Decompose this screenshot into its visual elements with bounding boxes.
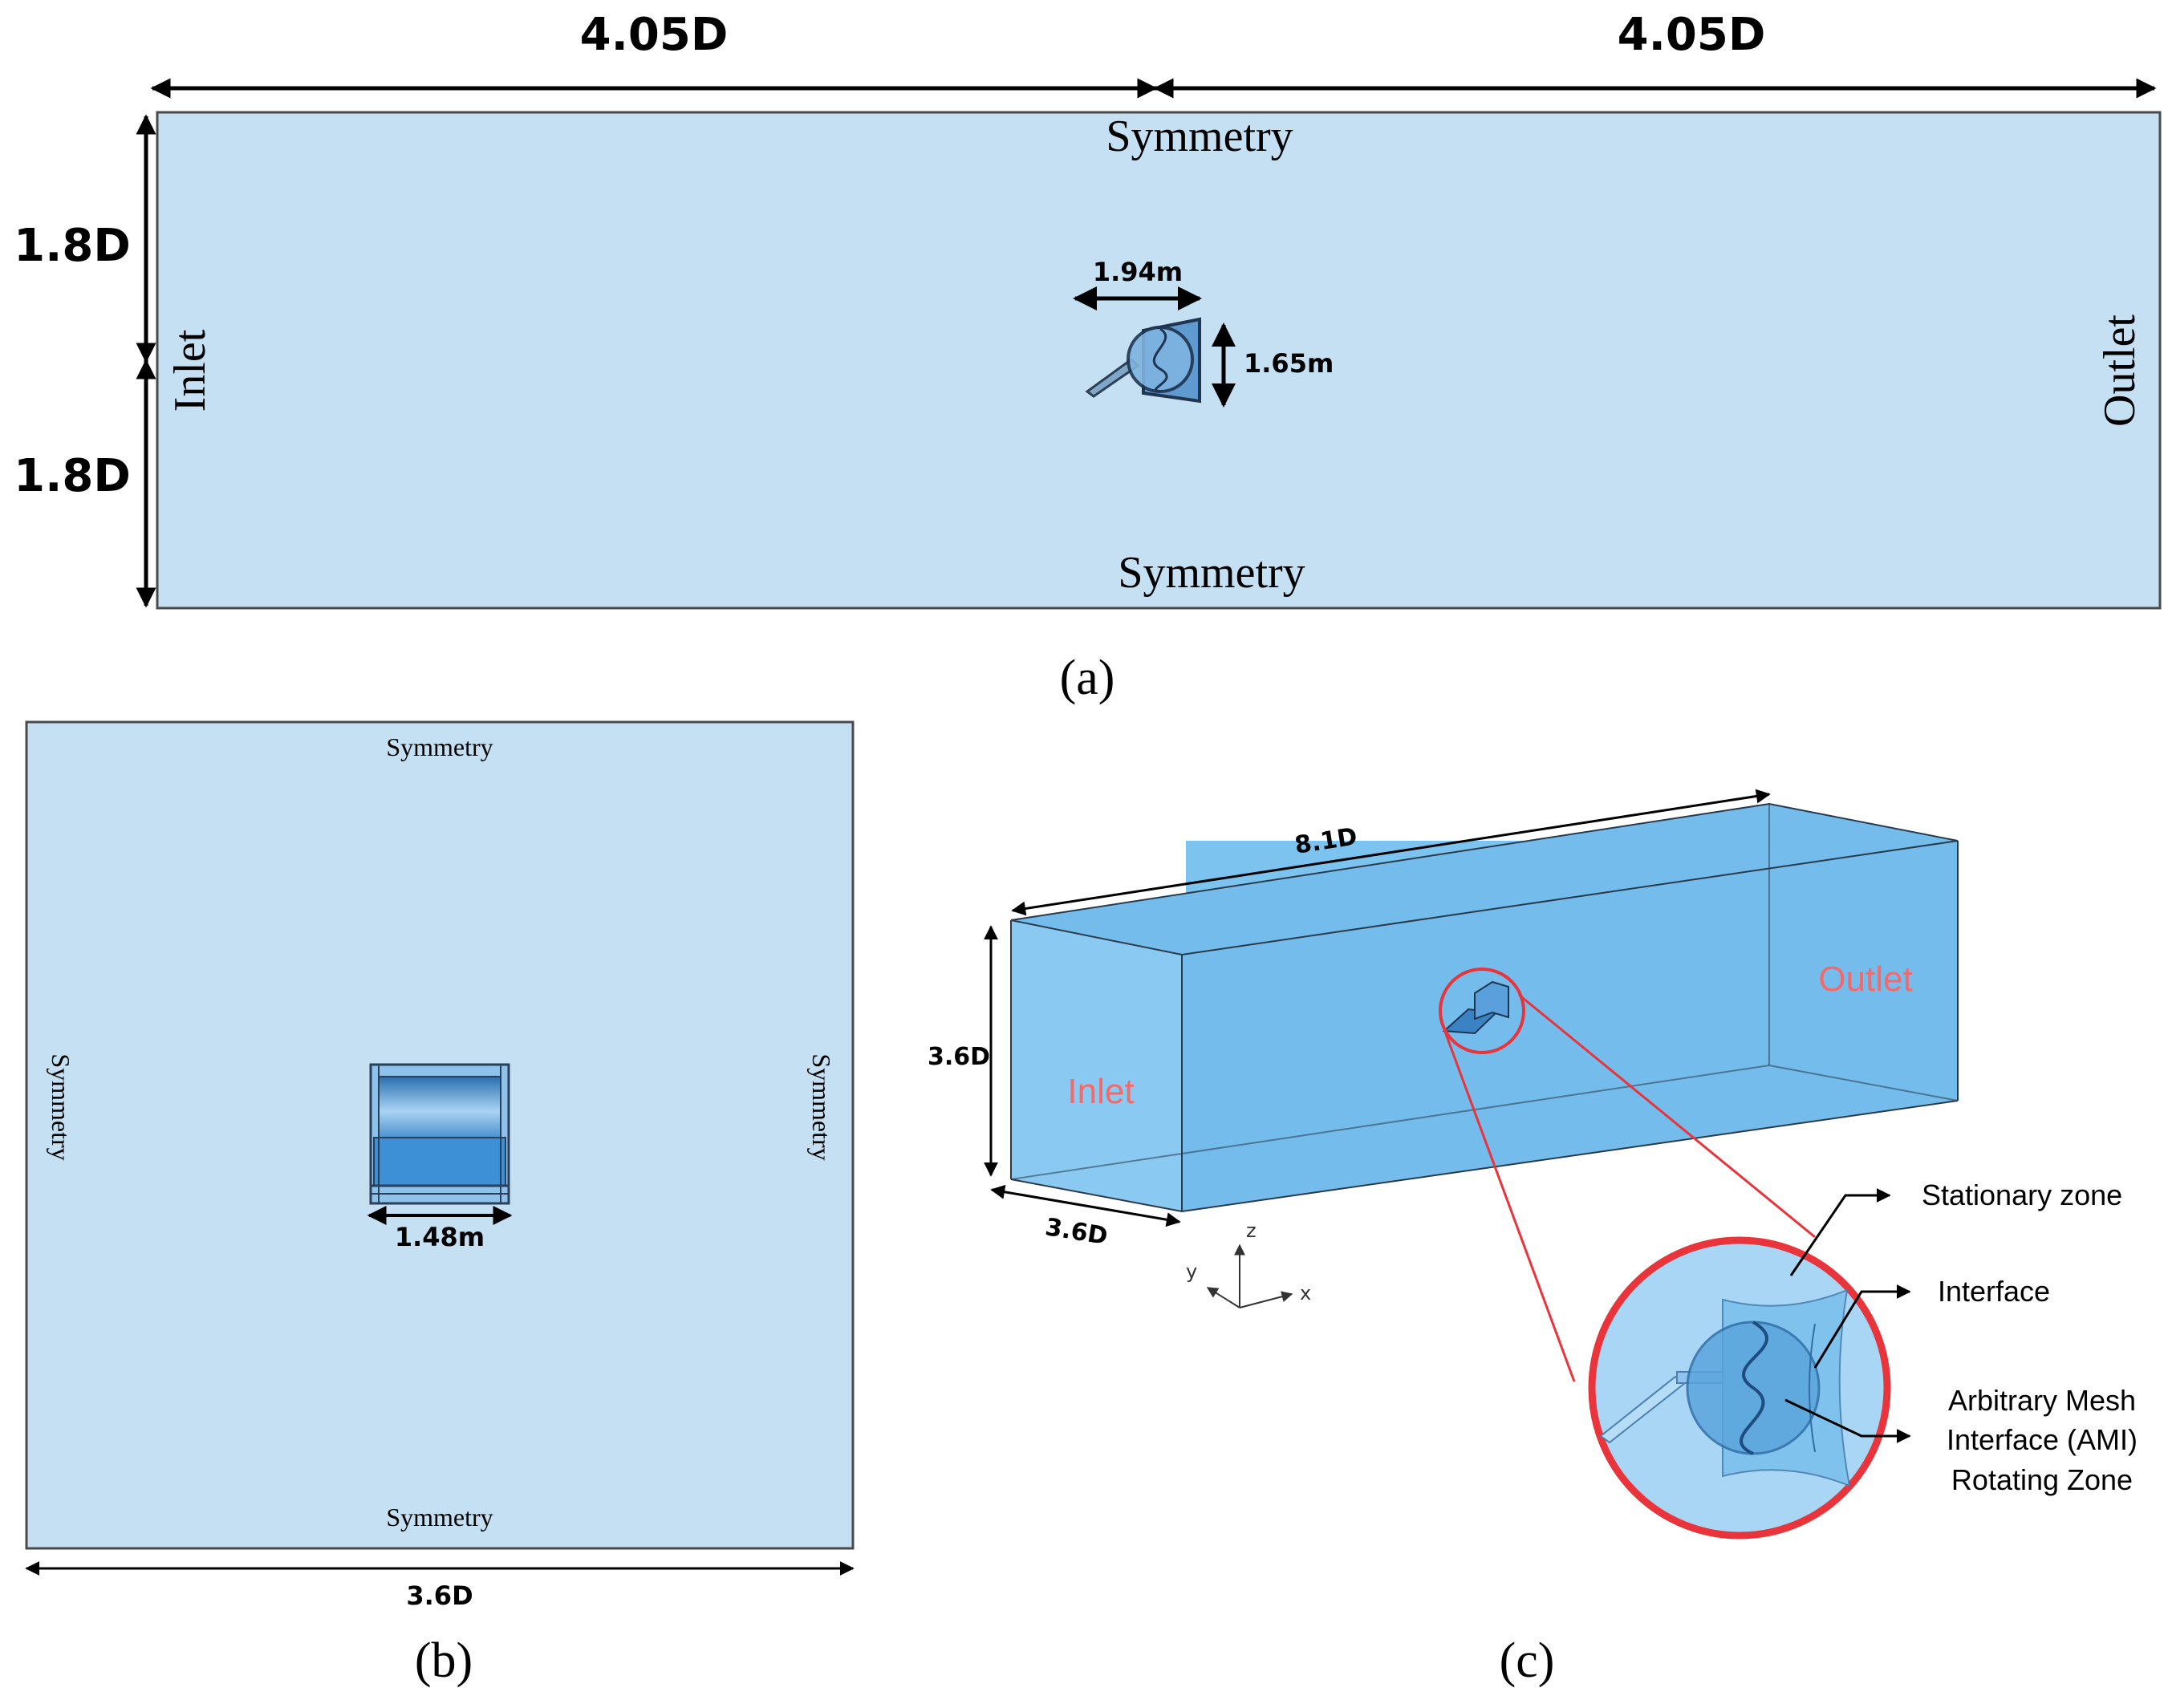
callout-stationary-line (1789, 1188, 1891, 1276)
panel-c-outlet-label: Outlet (1818, 959, 1912, 999)
panel-c-detail-turbine (1599, 1288, 1851, 1487)
panel-a-outlet-label: Outlet (2095, 314, 2145, 427)
callout-ami-line-3: Rotating Zone (1951, 1463, 2133, 1496)
panel-b-right-boundary: Symmetry (807, 1053, 836, 1160)
panel-b-turbine (369, 1063, 510, 1205)
panel-b-turbine-inner (378, 1076, 501, 1146)
panel-c-zoom-line-1 (1441, 1024, 1576, 1382)
panel-a-top-boundary: Symmetry (1106, 112, 1293, 161)
callout-interface-label: Interface (1938, 1275, 2050, 1308)
panel-b-top-boundary: Symmetry (386, 732, 493, 761)
dim-upper-height-label: 1.8D (14, 220, 131, 272)
callout-ami-line (1784, 1398, 1911, 1443)
panel-c-small-turbine (1442, 980, 1509, 1035)
panel-a-caption: (a) (1060, 651, 1115, 705)
panel-b-turbine-lower (373, 1137, 506, 1187)
panel-a-blade (1152, 327, 1168, 393)
panel-a-bottom-boundary: Symmetry (1118, 548, 1305, 598)
panel-c-zoom-line-2 (1518, 993, 1816, 1239)
panel-b-domain-width-label: 3.6D (406, 1580, 473, 1611)
panel-c-caption: (c) (1500, 1633, 1555, 1688)
panel-a-rotor (1127, 326, 1194, 393)
detail-blade (1740, 1321, 1768, 1455)
panel-b: Symmetry Symmetry Symmetry Symmetry 1.48… (25, 720, 855, 1688)
axis-y-label: y (1186, 1260, 1197, 1283)
panel-a-turbine (1085, 317, 1201, 404)
panel-b-bottom-boundary: Symmetry (386, 1503, 493, 1532)
dim-lower-height-label: 1.8D (14, 450, 131, 502)
panel-b-caption: (b) (415, 1633, 473, 1688)
panel-c-depth-line (990, 1184, 1181, 1227)
callout-interface-line (1813, 1284, 1911, 1369)
panel-c-length-line (1011, 789, 1771, 916)
turbine-width-label: 1.94m (1093, 257, 1183, 287)
dim-right-length-label: 4.05D (1618, 9, 1766, 61)
callout-stationary-label: Stationary zone (1922, 1179, 2122, 1211)
callout-ami-line-1: Arbitrary Mesh (1948, 1384, 2136, 1417)
callout-ami-line-2: Interface (AMI) (1947, 1423, 2138, 1456)
panel-b-left-boundary: Symmetry (47, 1053, 75, 1160)
turbine-height-label: 1.65m (1244, 348, 1334, 379)
panel-c-height-label: 3.6D (928, 1043, 990, 1071)
detail-interface-line (1809, 1323, 1816, 1453)
panel-c: 8.1D 3.6D 3.6D Inlet Outlet Stationary z… (928, 789, 2138, 1688)
axis-z-label: z (1246, 1219, 1257, 1242)
panel-a: 4.05D 4.05D 1.8D 1.8D Symmetry Symmetry … (14, 9, 2162, 705)
panel-b-turbine-width-label: 1.48m (395, 1222, 485, 1252)
panel-c-front-face (1011, 920, 1182, 1211)
panel-a-inlet-label: Inlet (165, 329, 215, 412)
axis-x-label: x (1300, 1282, 1311, 1304)
panel-c-axes (1206, 1243, 1293, 1308)
panel-c-depth-label: 3.6D (1043, 1213, 1110, 1251)
panel-c-inlet-label: Inlet (1067, 1072, 1134, 1111)
dim-left-length-label: 4.05D (580, 9, 729, 61)
panel-c-zoom-marker (1439, 968, 1525, 1054)
